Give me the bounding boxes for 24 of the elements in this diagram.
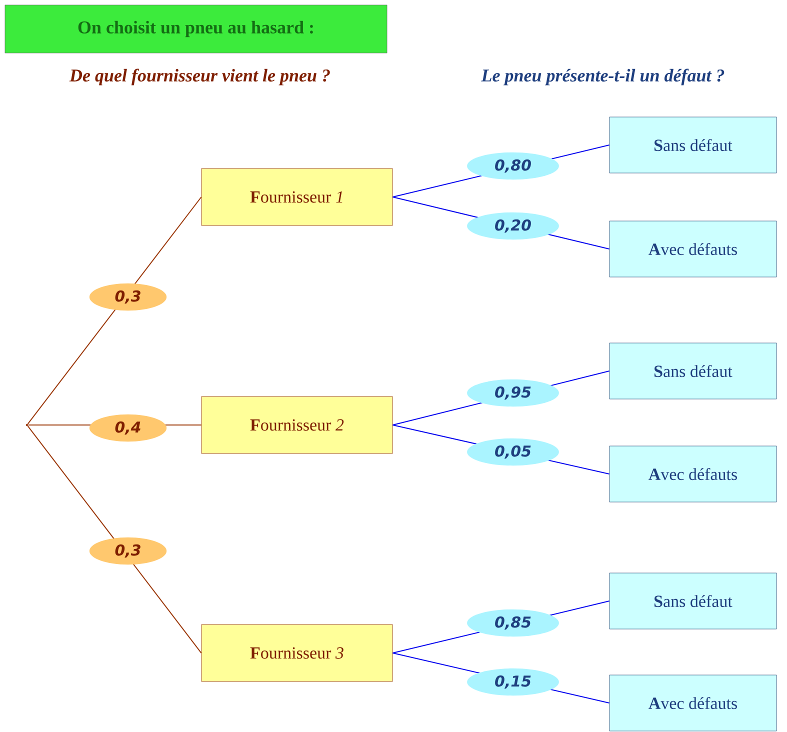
branch-line: [27, 196, 202, 424]
probability-label: 0,4: [89, 414, 167, 442]
outcome-box: Sans défaut: [609, 116, 777, 174]
probability-label: 0,95: [467, 379, 559, 407]
supplier-box: Fournisseur 2: [201, 396, 393, 454]
outcome-box: Avec défauts: [609, 220, 777, 278]
title-box: On choisit un pneu au hasard :: [4, 4, 388, 54]
outcome-box: Avec défauts: [609, 674, 777, 732]
outcome-box: Sans défaut: [609, 342, 777, 400]
outcome-box: Sans défaut: [609, 572, 777, 630]
probability-label: 0,20: [467, 212, 559, 240]
supplier-box: Fournisseur 3: [201, 624, 393, 682]
branch-line: [27, 426, 202, 654]
outcome-box: Avec défauts: [609, 446, 777, 502]
question-label: De quel fournisseur vient le pneu ?: [69, 68, 330, 86]
probability-label: 0,15: [467, 668, 559, 696]
root-point: [26, 424, 28, 426]
probability-label: 0,05: [467, 438, 559, 466]
question-label: Le pneu présente-t-il un défaut ?: [481, 68, 724, 86]
supplier-box: Fournisseur 1: [201, 168, 393, 226]
probability-label: 0,85: [467, 609, 559, 637]
probability-label: 0,80: [467, 152, 559, 180]
probability-label: 0,3: [89, 283, 167, 311]
probability-label: 0,3: [89, 537, 167, 565]
